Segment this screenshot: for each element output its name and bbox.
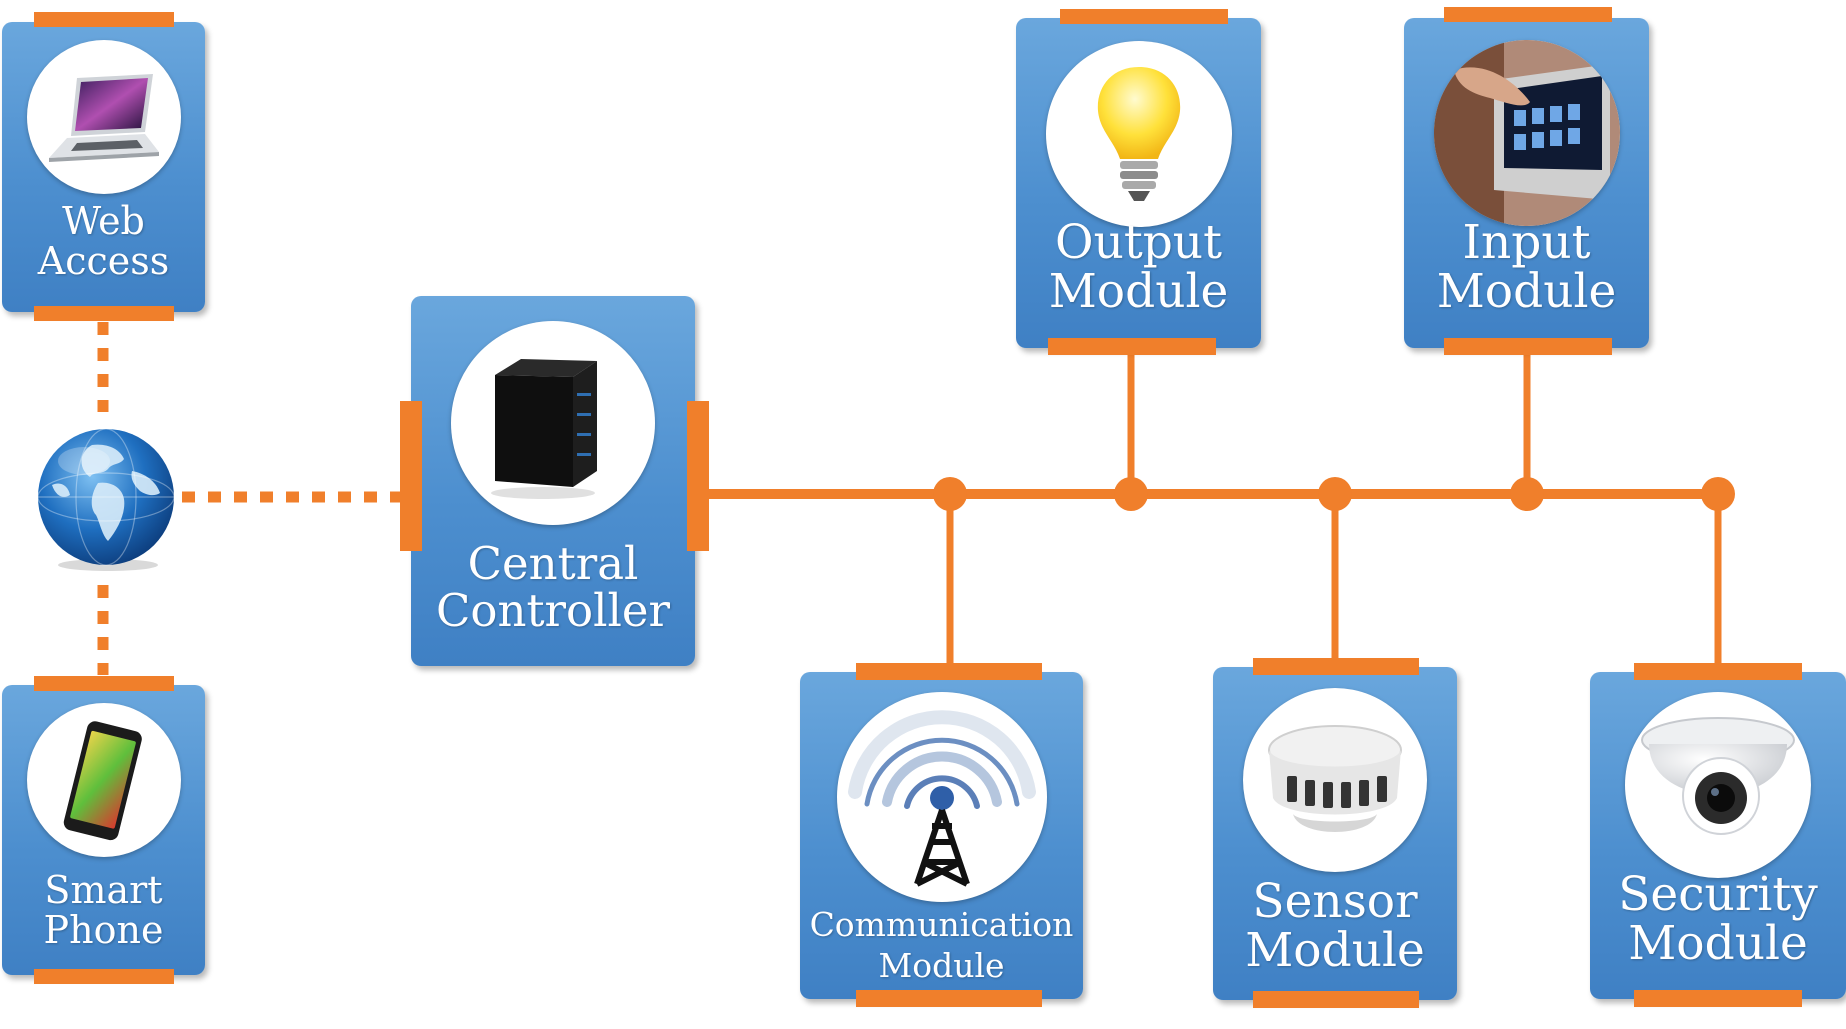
connector-bar: [856, 663, 1042, 680]
central-controller-line1: Central: [467, 537, 639, 590]
security-module-label: Security Module: [1590, 870, 1846, 969]
smoke-detector-icon: [1243, 688, 1427, 872]
connector-bar: [34, 12, 174, 27]
central-controller-label: Central Controller: [411, 540, 695, 635]
connector-bar: [400, 401, 422, 551]
connector-bar: [34, 969, 174, 984]
communication-module-line2: Module: [878, 946, 1005, 986]
communication-module-line1: Communication: [809, 905, 1074, 944]
laptop-icon: [26, 40, 181, 194]
connector-bar: [1253, 658, 1419, 675]
output-module-card: Output Module: [1016, 9, 1261, 355]
output-module-label: Output Module: [1016, 218, 1261, 317]
connector-bar: [1444, 338, 1612, 355]
input-module-line2: Module: [1436, 264, 1617, 320]
connector-bar: [1048, 338, 1216, 355]
web-access-line1: Web: [62, 199, 145, 243]
input-module-card: Input Module: [1404, 7, 1649, 355]
bus-node: [1318, 477, 1352, 511]
input-module-line1: Input: [1462, 215, 1591, 270]
touch-panel-icon: [1433, 40, 1620, 226]
server-icon: [451, 321, 655, 525]
smart-phone-line2: Phone: [43, 907, 164, 952]
dome-camera-icon: [1625, 692, 1811, 878]
connector-bar: [1253, 991, 1419, 1008]
sensor-module-label: Sensor Module: [1213, 877, 1457, 976]
antenna-tower-icon: [836, 692, 1047, 902]
bus-node: [1510, 477, 1544, 511]
communication-module-label: Communication Module: [800, 904, 1083, 987]
connector-bar: [1444, 7, 1612, 22]
central-controller-line2: Controller: [435, 584, 671, 638]
bus-node: [933, 477, 967, 511]
security-module-line2: Module: [1628, 916, 1808, 972]
connector-bar: [1634, 990, 1802, 1007]
light-bulb-icon: [1045, 41, 1232, 227]
connector-bar: [34, 676, 174, 691]
sensor-module-line1: Sensor: [1252, 874, 1418, 929]
connector-bar: [1060, 9, 1228, 24]
connector-bar: [687, 401, 709, 551]
web-access-card: Web Access: [2, 12, 205, 321]
smartphone-icon: [26, 703, 181, 857]
smart-phone-label: Smart Phone: [2, 868, 205, 952]
output-module-line2: Module: [1048, 264, 1229, 320]
central-controller-card: Central Controller: [400, 296, 709, 666]
globe-icon: [32, 425, 180, 573]
connector-bar: [856, 990, 1042, 1007]
smart-phone-card: Smart Phone: [2, 676, 205, 984]
output-module-line1: Output: [1055, 215, 1222, 270]
security-module-line1: Security: [1618, 867, 1818, 922]
input-module-label: Input Module: [1404, 218, 1649, 317]
security-module-card: Security Module: [1590, 663, 1846, 1007]
connector-bar: [1634, 663, 1802, 680]
web-access-label: Web Access: [2, 199, 205, 283]
connector-bar: [34, 306, 174, 321]
bus-node: [1701, 477, 1735, 511]
sensor-module-card: Sensor Module: [1213, 658, 1457, 1008]
web-access-line2: Access: [37, 238, 170, 283]
smart-phone-line1: Smart: [44, 868, 163, 912]
bus-node: [1114, 477, 1148, 511]
sensor-module-line2: Module: [1245, 923, 1425, 979]
communication-module-card: Communication Module: [800, 663, 1083, 1007]
